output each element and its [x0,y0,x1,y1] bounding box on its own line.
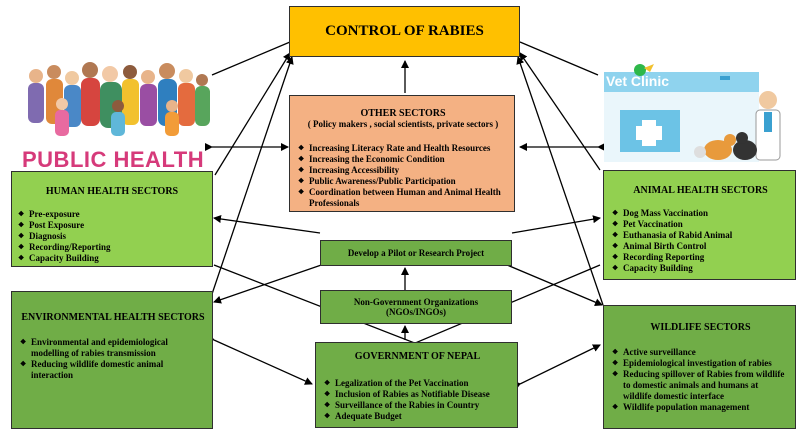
list-item: Euthanasia of Rabid Animal [612,230,789,241]
other-sectors-subtitle: ( Policy makers , social scientists, pri… [307,119,499,129]
environmental-health-title: ENVIRONMENTAL HEALTH SECTORS [21,312,205,323]
environmental-health-box: ENVIRONMENTAL HEALTH SECTORS Environment… [11,291,213,429]
list-item: Post Exposure [18,220,206,231]
animal-health-box: ANIMAL HEALTH SECTORS Dog Mass Vaccinati… [603,170,796,280]
government-box: GOVERNMENT OF NEPAL Legalization of the … [315,342,518,428]
list-item: Active surveillance [612,347,789,358]
list-item: Coordination between Human and Animal He… [298,187,508,209]
list-item: Recording Reporting [612,252,789,263]
vet-clinic-illustration [604,64,781,162]
control-of-rabies-box: CONTROL OF RABIES [289,6,520,57]
environmental-health-list: Environmental and epidemiological modell… [20,337,206,381]
wildlife-box: WILDLIFE SECTORS Active surveillance Epi… [603,305,796,429]
list-item: Pre-exposure [18,209,206,220]
public-health-image: PUBLIC HEALTH [22,60,212,172]
arrow-env-to-control [209,56,294,301]
human-health-list: Pre-exposure Post Exposure Diagnosis Rec… [18,209,206,264]
public-health-label: PUBLIC HEALTH [22,147,205,172]
list-item: Increasing Accessibility [298,165,508,176]
arrow-pilot-animal [511,215,601,234]
crowd-illustration [28,62,210,136]
vet-clinic-image: Vet Clinic [600,62,790,167]
arrow-vet-control-line [519,41,599,76]
arrow-wildlife-to-control [516,56,604,306]
list-item: Wildlife population management [612,402,789,413]
arrow-env-gov [205,333,313,385]
arrow-public-control-line [211,41,291,76]
ngo-line1: Non-Government Organizations [353,297,479,307]
arrow-gov-wildlife [511,344,601,391]
other-sectors-title: OTHER SECTORS [360,108,446,119]
list-item: Recording/Reporting [18,242,206,253]
list-item: Diagnosis [18,231,206,242]
list-item: Reducing spillover of Rabies from wildli… [612,369,789,402]
pilot-project-box: Develop a Pilot or Research Project [320,240,512,266]
pilot-project-label: Develop a Pilot or Research Project [347,248,485,258]
list-item: Pet Vaccination [612,219,789,230]
arrow-pilot-wildlife [499,261,603,306]
other-sectors-list: Increasing Literacy Rate and Health Reso… [298,143,508,209]
ngo-box: Non-Government Organizations (NGOs/INGOs… [320,290,512,324]
arrow-pilot-human [213,215,321,234]
ngo-line2: (NGOs/INGOs) [385,307,446,317]
list-item: Legalization of the Pet Vaccination [324,378,511,389]
government-title: GOVERNMENT OF NEPAL [354,351,481,362]
list-item: Epidemiological investigation of rabies [612,358,789,369]
list-item: Capacity Building [18,253,206,264]
list-item: Reducing wildlife domestic animal intera… [20,359,206,381]
list-item: Adequate Budget [324,411,511,422]
human-health-box: HUMAN HEALTH SECTORS Pre-exposure Post E… [11,171,213,267]
arrow-pilot-env [213,261,331,304]
wildlife-title: WILDLIFE SECTORS [650,322,751,333]
animal-health-title: ANIMAL HEALTH SECTORS [633,185,768,196]
list-item: Increasing Literacy Rate and Health Reso… [298,143,508,154]
other-sectors-box: OTHER SECTORS ( Policy makers , social s… [289,95,515,212]
list-item: Environmental and epidemiological modell… [20,337,206,359]
arrow-human-to-control [214,52,291,176]
list-item: Dog Mass Vaccination [612,208,789,219]
government-list: Legalization of the Pet Vaccination Incl… [324,378,511,422]
list-item: Public Awareness/Public Participation [298,176,508,187]
wildlife-list: Active surveillance Epidemiological inve… [612,347,789,413]
control-of-rabies-title: CONTROL OF RABIES [325,23,484,39]
list-item: Animal Birth Control [612,241,789,252]
human-health-title: HUMAN HEALTH SECTORS [45,186,179,197]
animal-health-list: Dog Mass Vaccination Pet Vaccination Eut… [612,208,789,274]
vet-clinic-sign: Vet Clinic [606,73,670,89]
list-item: Increasing the Economic Condition [298,154,508,165]
list-item: Capacity Building [612,263,789,274]
list-item: Surveillance of the Rabies in Country [324,400,511,411]
list-item: Inclusion of Rabies as Notifiable Diseas… [324,389,511,400]
